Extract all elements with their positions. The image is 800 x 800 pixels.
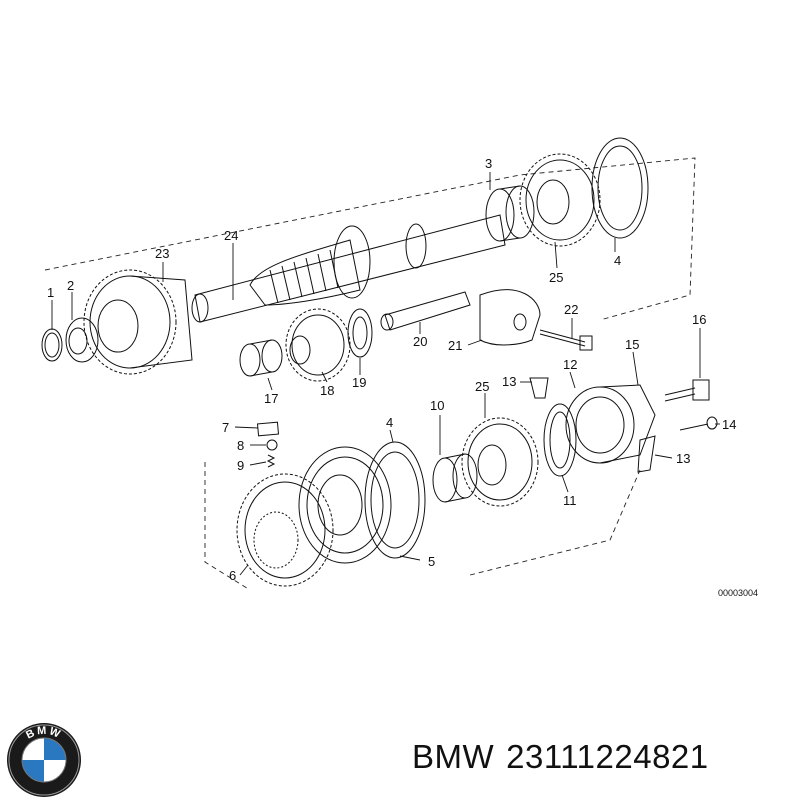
plate-7-spring-9 <box>256 421 280 468</box>
callout-15: 15 <box>625 337 639 352</box>
leader-lines <box>51 172 720 576</box>
callout-16: 16 <box>692 312 706 327</box>
main-shaft <box>191 214 506 323</box>
callout-4-upper: 4 <box>614 253 621 268</box>
callout-11: 11 <box>563 493 577 508</box>
shaft-20 <box>380 291 471 331</box>
gear-25-lower <box>461 417 539 507</box>
ring-11 <box>543 403 577 477</box>
gear-18 <box>285 308 351 382</box>
callout-13-lower: 13 <box>676 451 690 466</box>
part-caption: BMW 23111224821 <box>412 738 721 776</box>
lower-group-outline <box>204 462 251 591</box>
callout-23: 23 <box>155 246 169 261</box>
needle-bearing-17 <box>239 339 283 377</box>
circlip-1 <box>41 328 63 362</box>
callout-4-lower: 4 <box>386 415 393 430</box>
synchro-ring-4-lower <box>364 441 426 559</box>
callout-25-upper: 25 <box>549 270 563 285</box>
callout-5: 5 <box>428 554 435 569</box>
callout-6: 6 <box>229 568 236 583</box>
callout-21: 21 <box>448 338 462 353</box>
callout-20: 20 <box>413 334 427 349</box>
bearing-21 <box>479 289 541 346</box>
gear-25-upper <box>519 153 601 247</box>
gear-6 <box>236 473 334 587</box>
callout-12: 12 <box>563 357 577 372</box>
callout-7: 7 <box>222 420 229 435</box>
bracket-13 <box>529 377 656 473</box>
brand-name: BMW <box>412 738 495 775</box>
callout-8: 8 <box>237 438 244 453</box>
bmw-logo: BMW <box>7 723 81 797</box>
needle-bearing-3 <box>485 185 535 242</box>
callout-2: 2 <box>67 278 74 293</box>
callout-3: 3 <box>485 156 492 171</box>
callout-labels: 1 2 3 4 5 6 7 8 9 10 11 12 13 14 13 15 1… <box>47 156 758 598</box>
callout-22: 22 <box>564 302 578 317</box>
callout-14: 14 <box>722 417 736 432</box>
figure-code: 00003004 <box>718 588 758 598</box>
part-number: 23111224821 <box>506 738 709 775</box>
bolt-22 <box>539 329 593 351</box>
needle-bearing-10 <box>432 453 478 503</box>
screw-14 <box>679 416 718 431</box>
bush-2 <box>65 317 99 363</box>
callout-24: 24 <box>224 228 238 243</box>
svg-text:BMW: BMW <box>24 725 63 742</box>
upper-group-outline <box>44 157 696 321</box>
callout-25-lower: 25 <box>475 379 489 394</box>
callout-18: 18 <box>320 383 334 398</box>
washer-19 <box>347 308 373 358</box>
callout-19: 19 <box>352 375 366 390</box>
callout-17: 17 <box>264 391 278 406</box>
callout-10: 10 <box>430 398 444 413</box>
callout-13-upper: 13 <box>502 374 516 389</box>
bearing-12 <box>565 384 656 464</box>
callout-1: 1 <box>47 285 54 300</box>
bolt-16 <box>664 379 710 402</box>
lower-group-outline-right <box>469 469 641 576</box>
synchro-hub-5 <box>298 446 392 564</box>
gear-23 <box>83 269 193 375</box>
callout-9: 9 <box>237 458 244 473</box>
synchro-ring-4-upper <box>591 137 649 239</box>
